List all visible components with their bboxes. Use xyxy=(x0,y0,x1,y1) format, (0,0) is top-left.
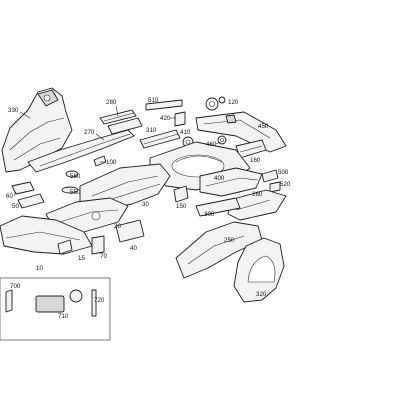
part-330-front-side-member[interactable] xyxy=(1,87,73,173)
part-400-rear-floor[interactable] xyxy=(199,167,263,197)
callout-10: 10 xyxy=(36,265,43,272)
callout-20: 20 xyxy=(114,223,121,230)
part-720-adhesive[interactable] xyxy=(91,289,97,317)
callout-260: 260 xyxy=(252,191,263,198)
callout-720: 720 xyxy=(94,297,105,304)
callout-40: 40 xyxy=(130,245,137,252)
callout-500: 500 xyxy=(278,169,289,176)
part-520-clip[interactable] xyxy=(269,181,281,193)
callout-270: 270 xyxy=(84,129,95,136)
callout-520: 520 xyxy=(280,181,291,188)
callout-250: 250 xyxy=(224,237,235,244)
part-500-cap[interactable] xyxy=(261,169,279,183)
callout-550: 550 xyxy=(70,189,81,196)
callout-400: 400 xyxy=(214,175,225,182)
callout-70: 70 xyxy=(100,253,107,260)
part-460-grommet[interactable] xyxy=(217,135,227,145)
callout-120: 120 xyxy=(228,99,239,106)
callout-30: 30 xyxy=(142,201,149,208)
callout-560: 560 xyxy=(70,173,81,180)
callout-160: 160 xyxy=(250,157,261,164)
part-270-side-rail[interactable] xyxy=(27,129,135,173)
part-300-rear-cross-member[interactable] xyxy=(195,197,241,217)
callout-320: 320 xyxy=(256,291,267,298)
part-70-reinforcement[interactable] xyxy=(91,235,105,255)
callout-420: 420 xyxy=(160,115,171,122)
hardware-inset xyxy=(0,277,111,341)
callout-300: 300 xyxy=(204,211,215,218)
part-310-cross-member[interactable] xyxy=(139,129,181,149)
part-550-pad[interactable] xyxy=(61,186,79,194)
part-280-bracket-rail[interactable] xyxy=(99,109,143,135)
part-40-tunnel-bracket[interactable] xyxy=(115,219,145,243)
callout-150: 150 xyxy=(176,203,187,210)
callouts: 330 270 280 510 420 310 410 120 450 460 … xyxy=(6,97,291,320)
callout-100: 100 xyxy=(106,159,117,166)
part-420-pin[interactable] xyxy=(174,111,186,127)
part-60-bracket[interactable] xyxy=(11,181,35,195)
part-50-bracket[interactable] xyxy=(17,193,45,209)
part-700-rivet[interactable] xyxy=(5,289,13,313)
callout-310: 310 xyxy=(146,127,157,134)
callout-710: 710 xyxy=(58,313,69,320)
callout-700: 700 xyxy=(10,283,21,290)
part-320-wheelhouse-outer[interactable] xyxy=(233,237,285,303)
part-560-seal[interactable] xyxy=(65,170,79,178)
part-710-sealant-cartridge[interactable] xyxy=(35,289,83,313)
part-150-connector[interactable] xyxy=(173,185,189,203)
part-260-rear-rail[interactable] xyxy=(227,189,287,221)
callout-280: 280 xyxy=(106,99,117,106)
callout-510: 510 xyxy=(148,97,159,104)
part-100-clip[interactable] xyxy=(93,155,107,167)
callout-60: 60 xyxy=(6,193,13,200)
callout-50: 50 xyxy=(12,203,19,210)
callout-410: 410 xyxy=(180,129,191,136)
callout-450: 450 xyxy=(258,123,269,130)
callout-460: 460 xyxy=(206,141,217,148)
part-15-cover[interactable] xyxy=(57,239,73,255)
callout-330: 330 xyxy=(8,107,19,114)
part-450-rear-upper-member[interactable] xyxy=(195,111,287,153)
part-510-cross-bar[interactable] xyxy=(145,99,183,111)
part-bracket-top[interactable] xyxy=(205,96,226,111)
part-20-floor-left[interactable] xyxy=(45,197,129,233)
callout-15: 15 xyxy=(78,255,85,262)
